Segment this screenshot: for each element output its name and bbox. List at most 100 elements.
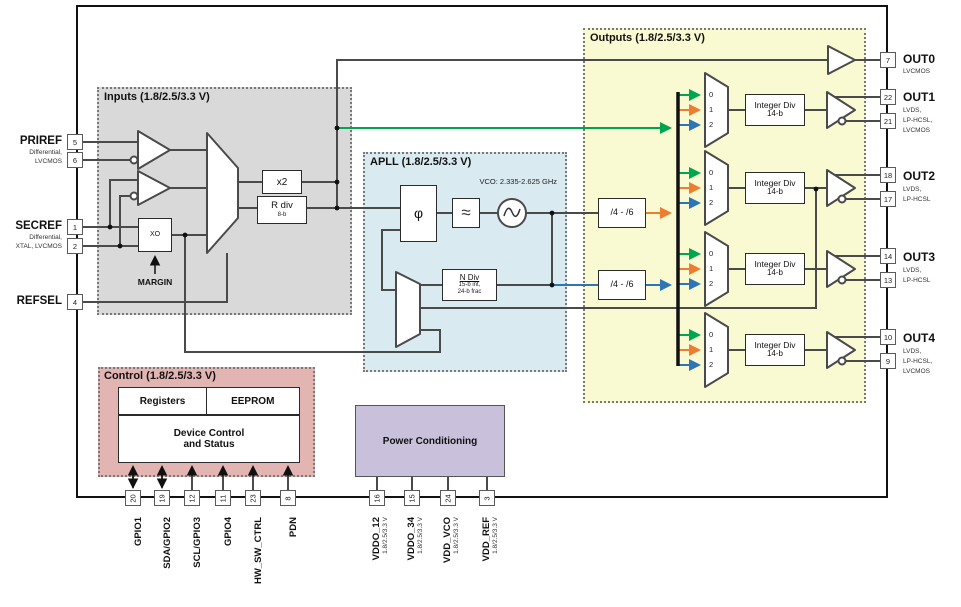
pin-out3-p: 14: [880, 248, 896, 264]
pin-refsel: 4: [67, 294, 83, 310]
outputs-title: Outputs (1.8/2.5/3.3 V): [590, 32, 705, 44]
pin-vddref: 3: [479, 490, 495, 506]
out3-mux: [704, 231, 729, 307]
pin-hw-sw-ctrl: 23: [245, 490, 261, 506]
priref-buffer: [137, 130, 171, 170]
pin-out1-n: 21: [880, 113, 896, 129]
clock-distribution-wires: [337, 89, 701, 371]
gpio1-label: GPIO1: [132, 517, 144, 547]
output-buffers: [826, 45, 856, 369]
pin-out2-n: 17: [880, 191, 896, 207]
out2-label: OUT2: [903, 169, 936, 183]
out3-mux-in0: 0: [709, 249, 714, 258]
pin-priref-p: 5: [67, 134, 83, 150]
out4-mux: [704, 312, 729, 388]
vco-oscillator-icon: [497, 198, 527, 228]
out4-mux-in1: 1: [709, 345, 714, 354]
apll-title: APLL (1.8/2.5/3.3 V): [370, 156, 472, 168]
secref-sub1: Differential,: [29, 234, 62, 241]
secref-label: SECREF: [15, 220, 62, 232]
control-pin-wires: [127, 465, 294, 490]
priref-sub2: LVCMOS: [35, 158, 62, 165]
device-control-status-block: Device Control and Status: [118, 415, 300, 463]
secref-sub2: XTAL, LVCMOS: [15, 243, 62, 250]
pdn-label: PDN: [287, 517, 299, 538]
reference-mux: [206, 132, 239, 254]
pin-vddvco: 24: [440, 490, 456, 506]
out4-integer-div: Integer Div 14-b: [745, 334, 805, 366]
pin-out4-p: 10: [880, 329, 896, 345]
pin-gpio1: 20: [125, 490, 141, 506]
pin-scl-gpio3: 12: [184, 490, 200, 506]
out4-mux-in0: 0: [709, 330, 714, 339]
out3-label: OUT3: [903, 250, 936, 264]
hw-sw-ctrl-label: HW_SW_CTRL: [252, 517, 264, 585]
pin-vddo34: 15: [404, 490, 420, 506]
out3-mux-in2: 2: [709, 279, 714, 288]
vddo34-label: VDDO_34 1.8/2.5/3.3 V: [406, 517, 424, 561]
margin-label: MARGIN: [137, 277, 173, 287]
out2-integer-div: Integer Div 14-b: [745, 172, 805, 204]
muxes: [206, 72, 729, 388]
out0-type: LVCMOS: [903, 68, 930, 75]
signal-wires: [83, 59, 880, 490]
phase-detector-block: φ: [400, 185, 437, 242]
loop-filter-block: ≈: [452, 198, 480, 228]
registers-block: Registers: [118, 387, 207, 415]
out4-mux-in2: 2: [709, 360, 714, 369]
pin-gpio4: 11: [215, 490, 231, 506]
n-divider-block: N Div 15-b int, 24-b frac: [442, 269, 497, 301]
out1-mux: [704, 72, 729, 148]
pin-out3-n: 13: [880, 272, 896, 288]
pin-out1-p: 22: [880, 89, 896, 105]
vddvco-label: VDD_VCO 1.8/2.5/3.3 V: [442, 517, 460, 563]
pin-out0: 7: [880, 52, 896, 68]
div46-block-1: /4 - /6: [598, 198, 646, 228]
vco-range-label: VCO: 2.335-2.625 GHz: [479, 177, 557, 186]
input-buffers: [129, 130, 171, 206]
inverter-bubble: [129, 155, 139, 165]
out2-mux-in0: 0: [709, 168, 714, 177]
pin-priref-n: 6: [67, 152, 83, 168]
out2-mux-in2: 2: [709, 198, 714, 207]
div46-block-2: /4 - /6: [598, 270, 646, 300]
pin-secref-p: 1: [67, 219, 83, 235]
gpio4-label: GPIO4: [222, 517, 234, 547]
out2-mux-in1: 1: [709, 183, 714, 192]
xo-block: XO: [138, 218, 172, 252]
r-divider-block: R div 8-b: [257, 196, 307, 224]
eeprom-block: EEPROM: [205, 387, 300, 415]
control-title: Control (1.8/2.5/3.3 V): [104, 370, 216, 382]
out0-label: OUT0: [903, 52, 936, 66]
priref-label: PRIREF: [19, 135, 62, 147]
inputs-title: Inputs (1.8/2.5/3.3 V): [104, 91, 210, 103]
pin-secref-n: 2: [67, 238, 83, 254]
junction-dots: [107, 125, 819, 288]
secref-buffer: [137, 170, 171, 206]
out2-mux: [704, 150, 729, 226]
out3-mux-in1: 1: [709, 264, 714, 273]
vddref-label: VDD_REF 1.8/2.5/3.3 V: [481, 517, 499, 562]
out1-integer-div: Integer Div 14-b: [745, 94, 805, 126]
out1-mux-in2: 2: [709, 120, 714, 129]
out1-label: OUT1: [903, 90, 936, 104]
pin-vddo12: 16: [369, 490, 385, 506]
out3-integer-div: Integer Div 14-b: [745, 253, 805, 285]
pin-out4-n: 9: [880, 353, 896, 369]
out1-mux-in0: 0: [709, 90, 714, 99]
refsel-label: REFSEL: [16, 295, 62, 307]
out0-buffer: [827, 45, 856, 75]
pin-out2-p: 18: [880, 167, 896, 183]
pin-pdn: 8: [280, 490, 296, 506]
scl-gpio3-label: SCL/GPIO3: [191, 517, 203, 568]
pin-sda-gpio2: 19: [154, 490, 170, 506]
apll-feedback-mux: [395, 271, 421, 348]
inverter-bubble: [129, 191, 139, 201]
out1-mux-in1: 1: [709, 105, 714, 114]
power-conditioning-block: Power Conditioning: [355, 405, 505, 477]
priref-sub1: Differential,: [29, 149, 62, 156]
x2-doubler-block: x2: [262, 170, 302, 194]
sda-gpio2-label: SDA/GPIO2: [161, 517, 173, 569]
